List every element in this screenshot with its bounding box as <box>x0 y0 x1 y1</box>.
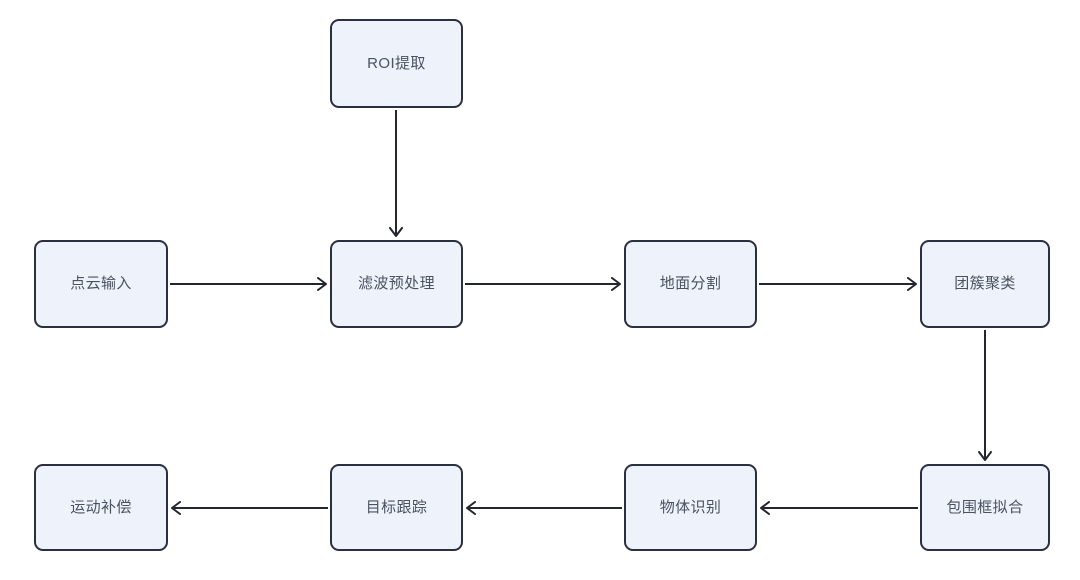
node-bbox[interactable]: 包围框拟合 <box>920 464 1050 551</box>
node-motion[interactable]: 运动补偿 <box>34 464 168 551</box>
node-label: 地面分割 <box>659 275 722 292</box>
node-ground[interactable]: 地面分割 <box>624 240 757 328</box>
node-label: 目标跟踪 <box>365 498 428 516</box>
node-label: ROI提取 <box>367 54 426 72</box>
node-label: 滤波预处理 <box>357 275 435 292</box>
node-input[interactable]: 点云输入 <box>34 240 168 328</box>
node-label: 团簇聚类 <box>954 275 1016 292</box>
node-cluster[interactable]: 团簇聚类 <box>920 240 1050 328</box>
node-recognize[interactable]: 物体识别 <box>624 464 757 551</box>
node-label: 运动补偿 <box>70 498 132 516</box>
node-track[interactable]: 目标跟踪 <box>330 464 463 551</box>
node-filter[interactable]: 滤波预处理 <box>330 240 463 328</box>
node-label: 包围框拟合 <box>946 498 1024 516</box>
node-label: 点云输入 <box>70 275 132 292</box>
node-roi[interactable]: ROI提取 <box>330 19 463 108</box>
node-label: 物体识别 <box>659 498 722 516</box>
